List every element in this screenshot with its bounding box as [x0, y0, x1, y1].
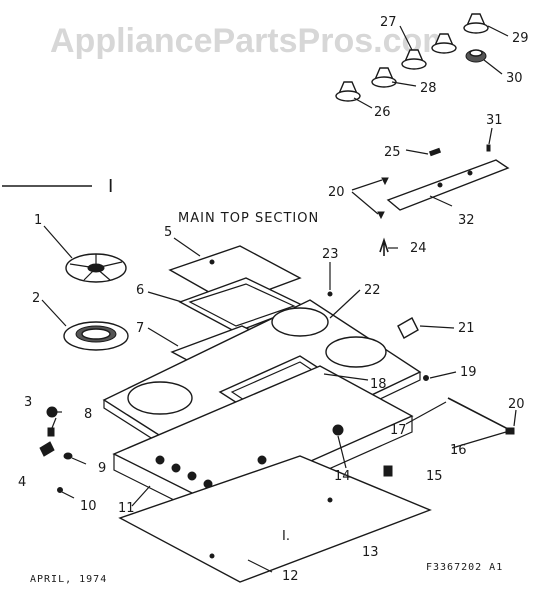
valve	[257, 455, 267, 465]
burner-opening	[127, 381, 193, 415]
part-19	[423, 375, 429, 381]
callout-13: 13	[362, 545, 379, 560]
callout-18: 18	[370, 377, 387, 392]
knob-extra	[431, 33, 457, 54]
knob-26	[335, 81, 361, 102]
callout-9: 9	[98, 461, 106, 476]
callout-25: 25	[384, 145, 401, 160]
pan-hole	[327, 497, 333, 503]
knob-29	[463, 13, 489, 34]
callout-11: 11	[118, 501, 135, 516]
callout-10: 10	[80, 499, 97, 514]
callout-12: 12	[282, 569, 299, 584]
screw-20	[381, 177, 389, 186]
cover-hole	[209, 259, 215, 265]
screw-20	[377, 211, 385, 220]
bottom-pan-12	[118, 455, 432, 583]
knob-30	[465, 49, 487, 63]
burner-head-1	[65, 253, 127, 283]
callout-26: 26	[374, 105, 391, 120]
panel-hole	[467, 170, 473, 176]
part-3	[47, 427, 55, 437]
section-title: MAIN TOP SECTION	[178, 211, 319, 226]
callout-21: 21	[458, 321, 475, 336]
valve-14	[332, 424, 344, 436]
part-23	[327, 291, 333, 297]
part-15	[383, 465, 393, 477]
callout-17: 17	[390, 423, 407, 438]
callout-31: 31	[486, 113, 503, 128]
knob-27	[401, 49, 427, 70]
callout-2: 2	[32, 291, 40, 306]
leader-lines	[41, 25, 517, 573]
part-10	[57, 487, 63, 493]
callout-14: 14	[334, 469, 351, 484]
callout-23: 23	[322, 247, 339, 262]
section-marker: I	[108, 176, 114, 197]
callout-3: 3	[24, 395, 32, 410]
callout-29: 29	[512, 31, 529, 46]
callout-1: 1	[34, 213, 42, 228]
pan-hole	[209, 553, 215, 559]
part-4	[39, 441, 55, 457]
callout-19: 19	[460, 365, 477, 380]
callout-20-lower: 20	[508, 397, 525, 412]
callout-30: 30	[506, 71, 523, 86]
frame-6-inner	[188, 283, 296, 327]
callout-4: 4	[18, 475, 26, 490]
callout-7: 7	[136, 321, 144, 336]
callout-32: 32	[458, 213, 475, 228]
callout-20-upper: 20	[328, 185, 345, 200]
part-25	[428, 147, 442, 157]
valve	[171, 463, 181, 473]
part-8	[46, 406, 58, 418]
panel-hole	[437, 182, 443, 188]
callout-16: 16	[450, 443, 467, 458]
watermark-text: AppliancePartsPros.com	[50, 22, 452, 60]
valve	[187, 471, 197, 481]
burner-opening	[271, 307, 329, 337]
valve	[155, 455, 165, 465]
part-31	[486, 144, 491, 152]
callout-5: 5	[164, 225, 172, 240]
footer-mark: I.	[282, 529, 290, 544]
part-9	[63, 452, 73, 460]
callout-15: 15	[426, 469, 443, 484]
drip-pan-2	[63, 321, 129, 351]
callout-27: 27	[380, 15, 397, 30]
footer-date: APRIL, 1974	[30, 574, 107, 585]
callout-22: 22	[364, 283, 381, 298]
callout-6: 6	[136, 283, 144, 298]
control-panel-32	[386, 159, 510, 211]
burner-opening	[325, 336, 387, 368]
end-16	[505, 427, 515, 435]
footer-code: F3367202 A1	[426, 562, 503, 573]
callout-8: 8	[84, 407, 92, 422]
callout-28: 28	[420, 81, 437, 96]
callout-24: 24	[410, 241, 427, 256]
rod-17	[447, 397, 511, 431]
part-24	[379, 237, 389, 256]
knob-28	[371, 67, 397, 88]
bracket-21	[397, 317, 419, 339]
